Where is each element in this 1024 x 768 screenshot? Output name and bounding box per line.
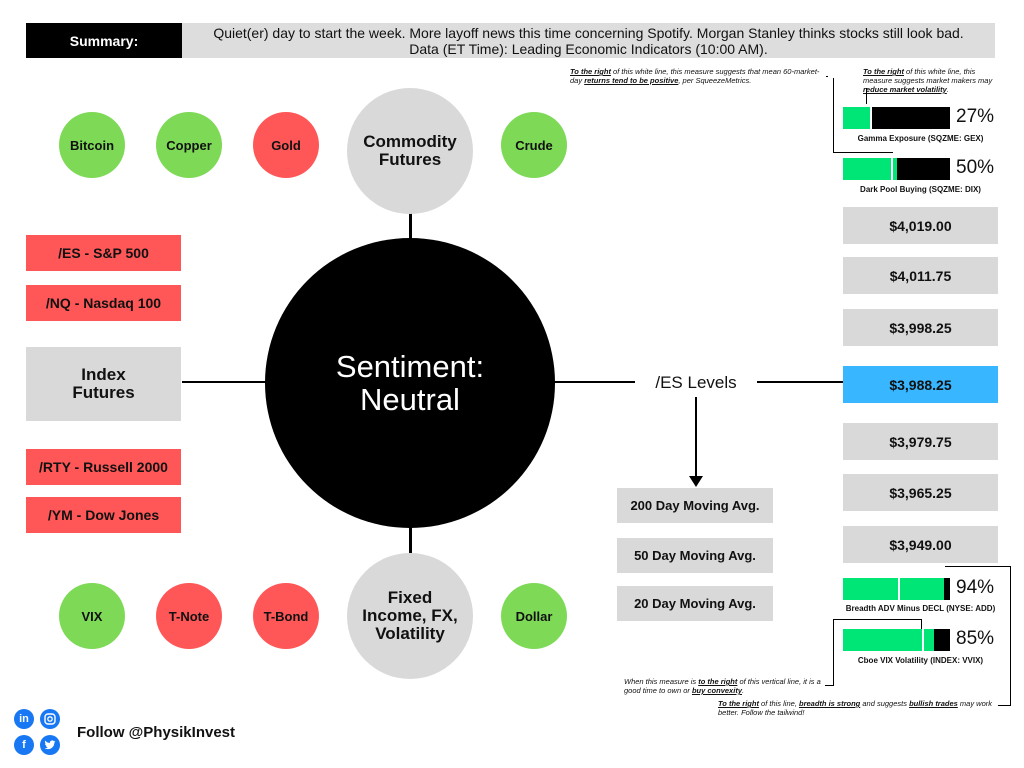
vvix-pointer-b xyxy=(833,619,921,620)
summary-line-2: Data (ET Time): Leading Economic Indicat… xyxy=(409,40,768,57)
connector-bottom xyxy=(409,526,412,553)
ma-50: 50 Day Moving Avg. xyxy=(617,538,773,573)
fi-vix: VIX xyxy=(59,583,125,649)
summary-line-1: Quiet(er) day to start the week. More la… xyxy=(213,24,964,41)
vvix-label: Cboe VIX Volatility (INDEX: VVIX) xyxy=(857,656,984,665)
connector-levels xyxy=(757,381,843,383)
ma-20: 20 Day Moving Avg. xyxy=(617,586,773,621)
add-gauge xyxy=(843,578,950,600)
follow-text[interactable]: Follow @PhysikInvest xyxy=(77,724,235,741)
es-level-7: $3,949.00 xyxy=(843,526,998,563)
add-label: Breadth ADV Minus DECL (NYSE: ADD) xyxy=(845,604,996,613)
gex-gauge-fill xyxy=(843,107,872,129)
dix-pointer-c xyxy=(833,152,893,153)
vvix-pointer-c xyxy=(833,619,834,685)
add-pointer-b xyxy=(1010,566,1011,706)
summary-label: Summary: xyxy=(26,23,182,58)
fi-t-bond: T-Bond xyxy=(253,583,319,649)
gex-label: Gamma Exposure (SQZME: GEX) xyxy=(857,134,984,143)
sentiment-value: Neutral xyxy=(360,382,460,417)
instagram-icon[interactable] xyxy=(40,709,60,729)
summary-text: Quiet(er) day to start the week. More la… xyxy=(182,23,995,58)
commodity-bitcoin: Bitcoin xyxy=(59,112,125,178)
vvix-percent: 85% xyxy=(956,628,995,649)
vvix-gauge-marker xyxy=(922,629,924,651)
gex-gauge xyxy=(843,107,950,129)
vvix-pointer-d xyxy=(825,685,834,686)
add-gauge-fill xyxy=(843,578,944,600)
vvix-gauge-fill xyxy=(843,629,934,651)
add-note: To the right of this line, breadth is st… xyxy=(718,699,992,717)
es-level-5: $3,979.75 xyxy=(843,423,998,460)
connector-left xyxy=(182,381,267,383)
index-ym: /YM - Dow Jones xyxy=(26,497,181,533)
commodity-gold: Gold xyxy=(253,112,319,178)
commodity-futures-title: Commodity Futures xyxy=(347,88,473,214)
linkedin-icon[interactable]: in xyxy=(14,709,34,729)
es-level-2: $4,011.75 xyxy=(843,257,998,294)
gex-gauge-marker xyxy=(870,107,872,129)
fi-dollar: Dollar xyxy=(501,583,567,649)
index-futures-title: Index Futures xyxy=(26,347,181,421)
ma-200: 200 Day Moving Avg. xyxy=(617,488,773,523)
twitter-icon[interactable] xyxy=(40,735,60,755)
index-nq: /NQ - Nasdaq 100 xyxy=(26,285,181,321)
add-gauge-marker xyxy=(898,578,900,600)
add-pointer-c xyxy=(998,705,1011,706)
connector-down xyxy=(695,397,697,477)
fi-t-note: T-Note xyxy=(156,583,222,649)
es-level-4: $3,988.25 xyxy=(843,366,998,403)
sentiment-label: Sentiment: xyxy=(335,349,485,384)
index-es: /ES - S&P 500 xyxy=(26,235,181,271)
add-pointer-a xyxy=(945,566,1011,567)
dix-label: Dark Pool Buying (SQZME: DIX) xyxy=(860,185,981,194)
vvix-pointer-a xyxy=(921,619,922,629)
dix-note: To the right of this white line, this me… xyxy=(570,67,820,85)
gex-pointer xyxy=(866,88,867,104)
arrow-down-icon xyxy=(689,476,703,487)
index-rty: /RTY - Russell 2000 xyxy=(26,449,181,485)
dix-gauge xyxy=(843,158,950,180)
fixed-income-title: Fixed Income, FX, Volatility xyxy=(347,553,473,679)
vvix-note: When this measure is to the right of thi… xyxy=(624,677,821,695)
facebook-icon[interactable]: f xyxy=(14,735,34,755)
gex-percent: 27% xyxy=(956,106,995,127)
dix-gauge-fill xyxy=(843,158,897,180)
es-level-6: $3,965.25 xyxy=(843,474,998,511)
es-level-3: $3,998.25 xyxy=(843,309,998,346)
connector-top xyxy=(409,213,412,240)
vvix-gauge xyxy=(843,629,950,651)
dix-pointer-b xyxy=(833,78,834,152)
dix-percent: 50% xyxy=(956,157,995,178)
es-level-1: $4,019.00 xyxy=(843,207,998,244)
es-levels-title: /ES Levels xyxy=(655,373,737,392)
commodity-copper: Copper xyxy=(156,112,222,178)
connector-right xyxy=(553,381,635,383)
dix-pointer-a xyxy=(826,76,828,77)
gex-note: To the right of this white line, this me… xyxy=(863,67,993,94)
dix-gauge-marker xyxy=(891,158,893,180)
commodity-crude: Crude xyxy=(501,112,567,178)
sentiment-circle: Sentiment: Neutral xyxy=(265,238,555,528)
add-percent: 94% xyxy=(956,577,995,598)
